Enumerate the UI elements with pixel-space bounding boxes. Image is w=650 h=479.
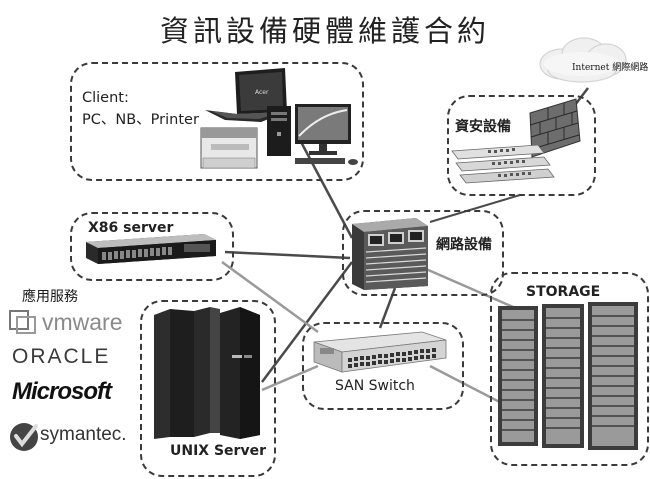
storage-cabinet-2 xyxy=(542,304,584,448)
diagram-title: 資訊設備硬體維護合約 xyxy=(159,14,490,48)
unix-cabinet-left xyxy=(154,309,194,439)
san-switch-label: SAN Switch xyxy=(335,378,415,394)
client-devices-icon: Acer xyxy=(200,68,358,169)
link-unix-network xyxy=(261,261,353,383)
internet-cloud-icon xyxy=(539,37,627,83)
unix-cabinet-right xyxy=(220,307,260,439)
network-label: 網路設備 xyxy=(436,237,492,253)
rack-server-icon xyxy=(86,234,216,264)
link-security-network xyxy=(429,194,521,223)
symantec-logo-icon xyxy=(10,423,38,451)
desktop-tower-icon xyxy=(267,106,291,156)
apps-heading: 應用服務 xyxy=(22,289,78,305)
link-network-storage xyxy=(409,260,521,312)
x86-server-box xyxy=(70,212,234,281)
link-x86-san xyxy=(221,260,319,334)
client-box xyxy=(70,62,364,181)
unix-cabinet-middle xyxy=(194,307,220,437)
san-switch-box xyxy=(302,322,464,410)
client-label-line1: Client: xyxy=(82,90,129,106)
storage-label: STORAGE xyxy=(526,284,601,300)
storage-cabinet-1 xyxy=(498,306,538,446)
vendor-oracle: ORACLE xyxy=(12,345,111,368)
security-box xyxy=(447,95,596,196)
monitor-icon xyxy=(295,104,358,165)
x86-server-label: X86 server xyxy=(88,220,174,236)
vendor-vmware: vmware xyxy=(42,309,123,335)
core-switch-icon xyxy=(352,218,428,290)
security-label: 資安設備 xyxy=(455,119,511,135)
network-box xyxy=(342,210,504,296)
storage-box xyxy=(490,272,649,466)
client-label-line2: PC、NB、Printer xyxy=(82,112,199,128)
unix-server-box xyxy=(140,300,276,477)
svg-text:Acer: Acer xyxy=(255,89,269,96)
san-switch-device-icon xyxy=(313,331,447,373)
unix-server-label: UNIX Server xyxy=(170,443,266,459)
link-unix-san xyxy=(261,364,319,392)
vmware-logo-icon xyxy=(9,310,36,334)
security-appliance-icon xyxy=(451,144,555,184)
firewall-icon xyxy=(529,98,581,158)
printer-icon xyxy=(200,127,258,169)
link-x86-network xyxy=(224,250,351,260)
vendor-symantec: symantec. xyxy=(40,424,127,445)
laptop-icon: Acer xyxy=(205,68,287,122)
vendor-microsoft: Microsoft xyxy=(12,378,112,405)
security-devices-icon xyxy=(451,98,581,184)
unix-server-rack-icon xyxy=(154,307,260,439)
internet-label: Internet 網際網路 xyxy=(572,63,649,73)
storage-array-icon xyxy=(498,302,638,450)
